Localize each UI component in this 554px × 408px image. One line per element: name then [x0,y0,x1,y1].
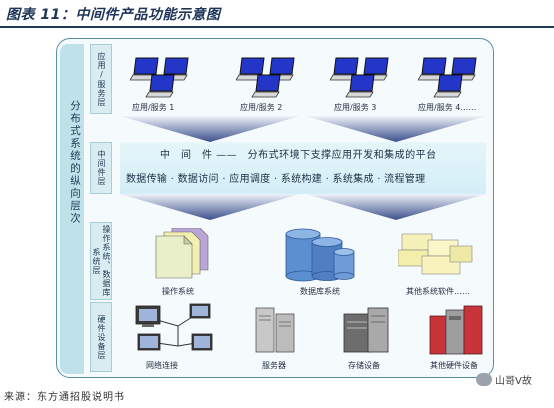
laptop-icon [236,57,265,81]
monitor-icon [137,333,161,351]
middleware-panel: 中 间 件 —— 分布式环境下支撑应用开发和集成的平台 数据传输 · 数据访问 … [120,142,486,194]
hardware-cabinets-icon [429,305,483,355]
arrow-band-lower [120,194,486,220]
monitor-icon [189,303,211,319]
cylinder [333,248,355,280]
app-caption-2: 应用/服务 2 [240,103,283,112]
laptop-icon [130,57,159,81]
title-rule [0,26,554,28]
document-stack-icon [155,228,209,279]
chat-bubble-icon [476,373,492,386]
watermark-text: 山哥V故 [495,376,532,387]
arrow-left [120,116,300,142]
arrow-left [120,194,300,220]
network-caption: 网络连接 [146,361,178,370]
storage-icon [343,307,389,353]
tier-application: 应用/服务层 [90,44,488,116]
laptop-icon [330,57,359,81]
watermark: 山哥V故 [476,372,532,387]
laptop-group-4 [418,57,477,98]
tier-middleware: 中间件层 [90,142,488,194]
middleware-headline: 中 间 件 —— 分布式环境下支撑应用开发和集成的平台 [160,150,437,161]
app-caption-4: 应用/服务 4…… [418,103,477,112]
tier-label-application: 应用/服务层 [90,44,112,114]
storage-caption: 存储设备 [348,361,380,370]
network-icon [135,303,213,351]
laptop-group-1 [130,57,189,98]
app-caption-3: 应用/服务 3 [334,103,377,112]
db-caption: 数据库系统 [300,287,340,296]
tier-label-middleware: 中间件层 [90,142,112,194]
laptop-icon [433,74,463,98]
laptop-group-2 [236,57,295,98]
other-software-caption: 其他系统软件…… [406,287,470,296]
server-icon [255,307,295,353]
tier-hardware: 硬件设备层 [90,302,488,372]
laptop-icon [251,74,281,98]
laptop-icon [345,74,375,98]
laptop-group-3 [330,57,389,98]
arrow-band-upper [120,116,486,142]
monitor-icon [135,305,161,327]
side-band [60,44,84,374]
laptop-icon [145,74,175,98]
arrow-right [306,116,486,142]
source-note: 来源：东方通招股说明书 [4,392,125,403]
tier-os-db: 操作系统、数据库系统层 [90,222,488,300]
figure-title: 图表 11：中间件产品功能示意图 [6,7,221,23]
arrow-right [306,194,486,220]
other-hardware-caption: 其他硬件设备 [430,361,478,370]
tier-label-hardware: 硬件设备层 [90,302,112,372]
os-caption: 操作系统 [162,287,194,296]
side-label: 分布式系统的纵向层次 [69,100,81,225]
app-caption-1: 应用/服务 1 [132,103,175,112]
server-caption: 服务器 [262,361,286,370]
database-icon [285,228,355,282]
system-modules-icon [398,233,473,275]
monitor-icon [191,333,213,351]
middleware-functions: 数据传输 · 数据访问 · 应用调度 · 系统构建 · 系统集成 · 流程管理 [126,174,426,185]
tier-label-os-db: 操作系统、数据库系统层 [90,222,112,300]
laptop-icon [418,57,447,81]
